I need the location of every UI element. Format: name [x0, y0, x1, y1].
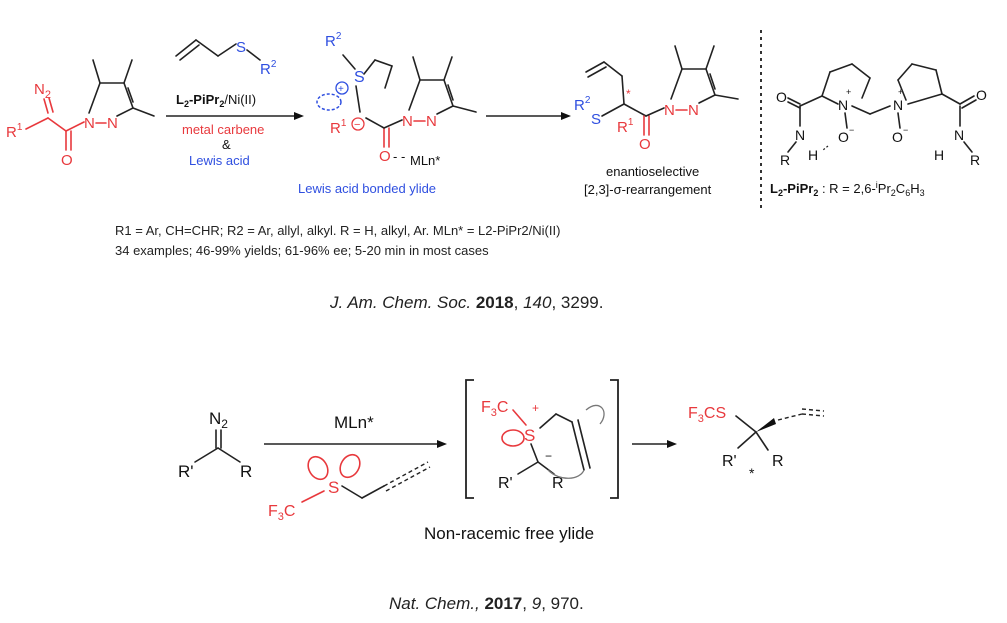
- product-o-label: O: [639, 136, 651, 153]
- ylide-r-label: R: [552, 475, 564, 492]
- ligand-label: L2-PiPr2 : R = 2,6-iPr2C6H3: [770, 180, 925, 198]
- conditions-line-2: 34 examples; 46-99% yields; 61-96% ee; 5…: [115, 243, 489, 258]
- ylide-caption: Lewis acid bonded ylide: [298, 181, 436, 196]
- ylide-dots: - -: [393, 149, 405, 164]
- ylide-r1-label: R1: [330, 118, 347, 137]
- svg-text:H: H: [808, 147, 818, 163]
- citation-2-year: 2017: [484, 594, 523, 613]
- product-n2-label: N: [688, 102, 699, 119]
- reaction-arrow-4: [632, 440, 677, 448]
- svg-text:+: +: [532, 401, 539, 415]
- svg-text:−: −: [903, 125, 908, 135]
- reaction-arrow-2: [486, 112, 571, 120]
- svg-text:−: −: [354, 119, 360, 131]
- svg-text:+: +: [846, 87, 851, 97]
- citation-2-volume: 9: [531, 594, 542, 613]
- citation-1-volume: 140: [523, 293, 552, 312]
- ylide-n2-label: N: [426, 113, 437, 130]
- citation-1-journal: J. Am. Chem. Soc.: [330, 293, 472, 312]
- n1-label: N: [84, 115, 95, 132]
- svg-text:O: O: [838, 129, 849, 145]
- s2-sulfone-s: S: [328, 478, 339, 497]
- svg-text:H: H: [934, 147, 944, 163]
- svg-text:N: N: [838, 97, 848, 113]
- s2-prod-r: R: [772, 453, 784, 470]
- conditions-line-1: R1 = Ar, CH=CHR; R2 = Ar, allyl, alkyl. …: [115, 223, 561, 238]
- svg-text:N: N: [893, 97, 903, 113]
- citation-2-journal: Nat. Chem.,: [389, 594, 480, 613]
- s2-product: F3CS R' R *: [688, 405, 825, 481]
- s2-ylide-caption: Non-racemic free ylide: [424, 524, 594, 543]
- s2-n2-label: N2: [209, 409, 228, 431]
- citation-2-page: 970.: [550, 594, 584, 613]
- s2-r-label: R: [240, 462, 252, 481]
- lewis-acid-bonded-ylide: R2 + S R1 − O - - MLn* N N: [316, 31, 477, 168]
- svg-text:O: O: [892, 129, 903, 145]
- ylide-o-label: O: [379, 148, 391, 165]
- svg-text:+: +: [338, 84, 344, 95]
- svg-text:N: N: [954, 127, 964, 143]
- reagent-r2-label: R2: [260, 59, 277, 78]
- ampersand-label: &: [222, 137, 231, 152]
- rearranged-product: R2 S * R1 O N N: [574, 45, 739, 153]
- ylide-rprime-label: R': [498, 475, 513, 492]
- catalyst-label: L2-PiPr2/Ni(II): [176, 92, 256, 109]
- carbonyl-o-label: O: [61, 152, 73, 169]
- product-n1-label: N: [664, 102, 675, 119]
- free-ylide-intermediate: F3C + S − R' R: [465, 379, 619, 499]
- product-r2-label: R2: [574, 95, 591, 114]
- reagent-s-label: S: [236, 39, 246, 56]
- citation-1: J. Am. Chem. Soc. 2018, 140, 3299.: [330, 293, 604, 312]
- svg-text:R: R: [970, 152, 980, 168]
- ylide-s2-label: S: [524, 426, 535, 445]
- citation-2: Nat. Chem., 2017, 9, 970.: [389, 594, 584, 613]
- diazo-starting-material-2: N2 R' R: [178, 409, 252, 481]
- n2-ring-label: N: [107, 115, 118, 132]
- s2-f3cs-label: F3CS: [688, 405, 726, 425]
- citation-1-year: 2018: [475, 293, 514, 312]
- svg-text:R: R: [780, 152, 790, 168]
- metal-carbene-label: metal carbene: [182, 122, 264, 137]
- ylide-f3c-label: F3C: [481, 399, 508, 419]
- diazo-pyrazole-starting-material: N2 R1 O N N: [6, 59, 155, 169]
- lewis-acid-label: Lewis acid: [189, 153, 250, 168]
- ylide-r2-label: R2: [325, 31, 342, 50]
- svg-text:O: O: [976, 87, 987, 103]
- svg-text:N: N: [795, 127, 805, 143]
- ylide-s-label: S: [354, 69, 365, 86]
- s2-prod-rprime: R': [722, 453, 737, 470]
- enantio-line2: [2,3]-σ-rearrangement: [584, 182, 712, 197]
- svg-text:O: O: [776, 89, 787, 105]
- reaction-arrow-3: [264, 440, 447, 448]
- allyl-sulfide-reagent: S R2: [175, 39, 277, 78]
- enantio-line1: enantioselective: [606, 164, 699, 179]
- svg-text:+: +: [898, 87, 903, 97]
- svg-text:*: *: [749, 465, 755, 481]
- s2-rprime-label: R': [178, 462, 194, 481]
- citation-1-page: 3299.: [560, 293, 604, 312]
- svg-text:−: −: [545, 449, 552, 463]
- svg-text:−: −: [849, 125, 854, 135]
- s2-mln-label: MLn*: [334, 413, 374, 432]
- ylide-n1-label: N: [402, 113, 413, 130]
- product-r1-label: R1: [617, 117, 634, 136]
- product-s-label: S: [591, 111, 601, 128]
- reaction-arrow-1: [166, 112, 304, 120]
- ligand-structure: O N R H N + O − N + O − O N: [776, 63, 987, 168]
- ylide-mln: MLn*: [410, 153, 440, 168]
- sulfone-reagent: S F3C: [268, 453, 431, 523]
- svg-text:*: *: [626, 87, 631, 101]
- s2-f3c-label: F3C: [268, 503, 295, 523]
- r1-label: R1: [6, 122, 23, 141]
